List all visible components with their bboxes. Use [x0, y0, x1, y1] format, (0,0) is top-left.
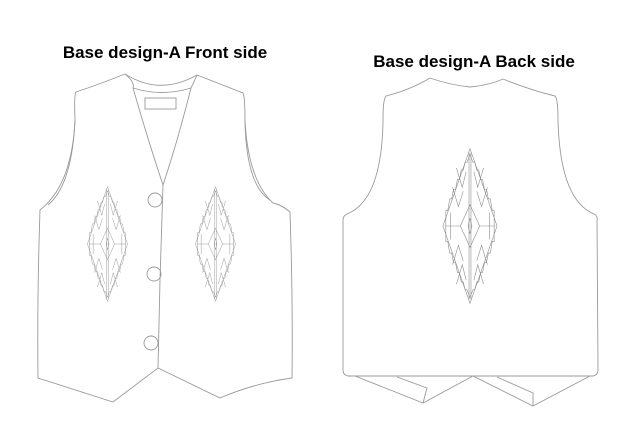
front-side-title: Base design-A Front side [62, 43, 268, 62]
neckline [124, 73, 198, 187]
back-vest [342, 77, 599, 407]
back-side-title: Base design-A Back side [373, 52, 575, 71]
back-hem-panels [354, 375, 591, 407]
right-diamond-pattern [195, 186, 236, 302]
neck-label [144, 97, 177, 110]
center-front-line [157, 184, 164, 369]
back-diamond-pattern [442, 148, 498, 304]
back-vest-outline [342, 77, 599, 377]
front-vest-outline [37, 73, 293, 403]
button-3 [143, 335, 159, 351]
button-1 [147, 192, 163, 208]
front-vest [37, 73, 293, 403]
left-diamond-pattern [87, 186, 128, 302]
button-2 [146, 266, 162, 282]
